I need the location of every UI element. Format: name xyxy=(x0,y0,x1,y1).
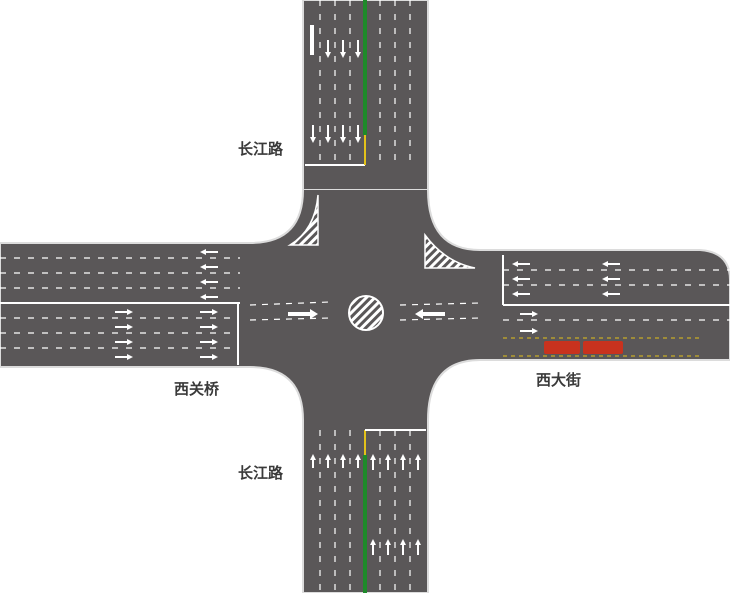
lane-arrows-south xyxy=(310,454,421,555)
road-label-east: 西大街 xyxy=(536,371,582,389)
channelization-island xyxy=(424,232,476,269)
intersection-center xyxy=(249,194,481,331)
roundabout-island xyxy=(348,295,384,331)
road-label-north: 长江路 xyxy=(238,140,284,158)
lane-arrows-west xyxy=(115,249,218,360)
east-arm-markings xyxy=(502,255,730,357)
road-label-south: 长江路 xyxy=(238,464,284,482)
road-label-west: 西关桥 xyxy=(174,380,220,398)
channelization-island xyxy=(287,194,319,246)
south-arm-markings xyxy=(310,429,426,593)
lane-arrows-north xyxy=(310,25,361,143)
north-arm-markings xyxy=(305,0,411,166)
lane-arrows-east xyxy=(512,261,620,334)
bus-vehicle xyxy=(583,341,623,354)
west-arm-markings xyxy=(0,249,240,365)
bus-vehicle xyxy=(544,341,580,354)
